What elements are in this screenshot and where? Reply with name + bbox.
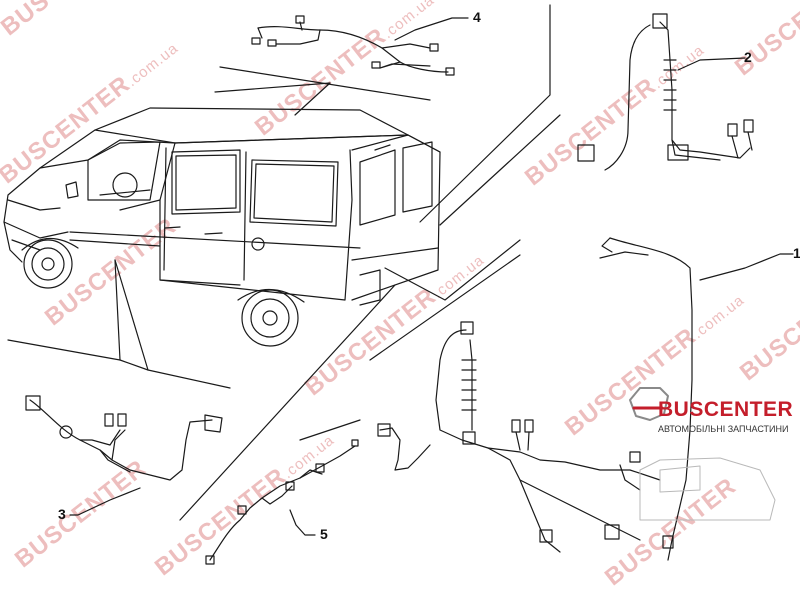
buscenter-logo: BUSCENTER АВТОМОБІЛЬНІ ЗАПЧАСТИНИ — [618, 384, 798, 534]
logo-subtitle: АВТОМОБІЛЬНІ ЗАПЧАСТИНИ — [658, 424, 789, 434]
harness-3 — [25, 395, 223, 481]
logo-title: BUSCENTER — [658, 398, 794, 421]
callout-leaders — [69, 17, 794, 536]
harness-2 — [577, 13, 754, 171]
callout-label-4: 4 — [473, 9, 481, 25]
callout-label-5: 5 — [320, 526, 328, 542]
logo-graphic — [629, 387, 776, 521]
van-illustration — [3, 107, 441, 347]
harness-5 — [205, 439, 359, 565]
callout-label-1: 1 — [793, 245, 800, 261]
leader-lines — [7, 4, 561, 521]
callout-label-3: 3 — [58, 506, 66, 522]
wiring-diagram — [3, 4, 794, 565]
harness-1 — [377, 237, 693, 561]
callout-label-2: 2 — [744, 49, 752, 65]
harness-4 — [251, 15, 455, 76]
